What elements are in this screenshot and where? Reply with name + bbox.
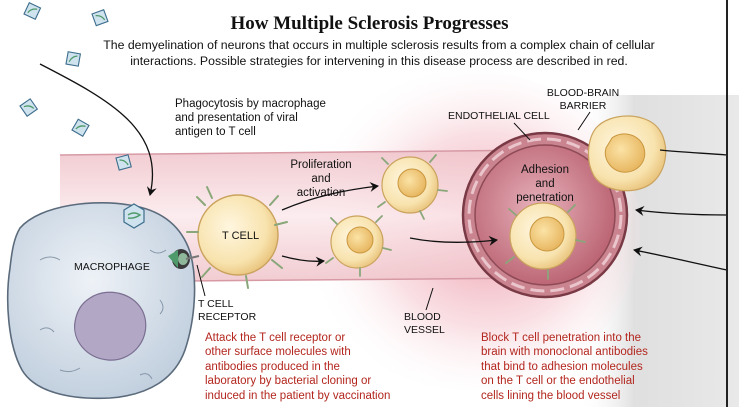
arrow-brain-exit [659, 149, 728, 156]
strategy-block-line-2: brain with monoclonal antibodies [481, 346, 648, 359]
strategy-block-line-4: on the T cell or the endothelial [481, 375, 635, 388]
label-phagocytosis-line-3: antigen to T cell [175, 126, 256, 139]
virus-particles [19, 1, 132, 171]
flow-arrows [39, 63, 728, 271]
label-t-cell: T CELL [222, 230, 260, 242]
label-adhesion: Adhesion and penetration [500, 163, 590, 205]
label-proliferation-line-1: Proliferation [290, 159, 352, 171]
label-endothelial-cell: ENDOTHELIAL CELL [448, 110, 550, 122]
label-phagocytosis-line-1: Phagocytosis by macrophage [175, 98, 326, 110]
strategy-attack-line-4: laboratory by bacterial cloning or [205, 375, 372, 388]
strategy-block-line-1: Block T cell penetration into the [481, 332, 642, 344]
strategy-attack-line-3: antibodies produced in the [205, 360, 340, 373]
t-cell-receptor-complex [168, 249, 200, 269]
vessel-upper-wall [59, 149, 546, 156]
label-adhesion-line-3: penetration [516, 192, 574, 205]
strategy-block-penetration: Block T cell penetration into the brain … [481, 331, 648, 403]
presented-antigen-virus [123, 203, 145, 229]
label-bbb-line-1: BLOOD-BRAIN [546, 87, 620, 99]
strategy-attack-line-5: induced in the patient by vaccination [205, 389, 391, 402]
t-cell-proliferating-lower [325, 215, 392, 277]
label-vessel-line-1: BLOOD [404, 311, 441, 323]
label-adhesion-line-2: and [535, 178, 555, 191]
label-macrophage: MACROPHAGE [74, 261, 150, 273]
macrophage [6, 202, 196, 400]
strategy-attack-line-2: other surface molecules with [205, 346, 351, 359]
label-adhesion-line-1: Adhesion [521, 164, 569, 176]
t-cell-adhering [505, 202, 586, 280]
strategy-attack-receptor: Attack the T cell receptor or other surf… [205, 331, 390, 403]
label-tcr-line-2: RECEPTOR [198, 310, 257, 323]
strategy-block-line-5: cells lining the blood vessel [481, 389, 621, 402]
label-phagocytosis-line-2: and presentation of viral [175, 112, 298, 125]
t-cell-in-brain [587, 115, 667, 192]
t-cell-proliferating-upper [377, 154, 448, 220]
diagram-title: How Multiple Sclerosis Progresses [230, 13, 509, 34]
leader-lines [196, 111, 591, 311]
diagram-subtitle: The demyelination of neurons that occurs… [103, 38, 655, 68]
arrow-brain-mid [635, 206, 728, 216]
label-proliferation-line-2: and [311, 173, 331, 186]
label-bbb-line-2: BARRIER [559, 99, 607, 112]
arrow-proliferation-lower [281, 255, 325, 267]
arrow-brain-low [633, 246, 728, 271]
t-cell-main [186, 186, 288, 289]
arrow-adhesion [409, 235, 498, 246]
arrow-phagocytosis [39, 63, 157, 196]
label-proliferation-line-3: activation [296, 187, 346, 200]
strategy-block-line-3: that bind to adhesion molecules [481, 360, 643, 373]
label-vessel-line-2: VESSEL [404, 323, 445, 336]
strategy-attack-line-1: Attack the T cell receptor or [205, 332, 346, 344]
arrow-proliferation-upper [281, 181, 379, 211]
label-t-cell-receptor: T CELL RECEPTOR [198, 298, 256, 324]
label-blood-brain-barrier: BLOOD-BRAIN BARRIER [538, 87, 628, 113]
label-phagocytosis: Phagocytosis by macrophage and presentat… [175, 97, 326, 139]
label-proliferation: Proliferation and activation [276, 158, 366, 200]
label-blood-vessel: BLOOD VESSEL [404, 311, 445, 337]
label-tcr-line-1: T CELL [198, 298, 234, 310]
